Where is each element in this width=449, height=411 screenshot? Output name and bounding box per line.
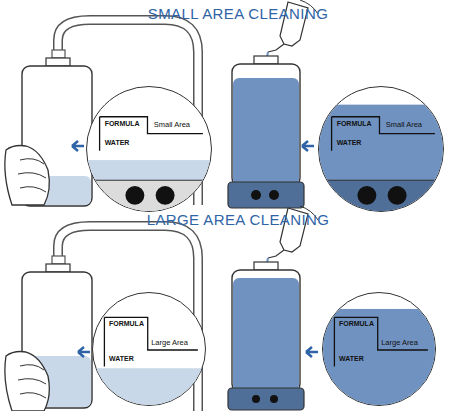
fill-label: FORMULA [337, 120, 372, 127]
section-heading: SMALL AREA CLEANING [148, 6, 328, 21]
tank-detail [319, 87, 444, 212]
fill-label: WATER [105, 139, 130, 146]
fill-label: WATER [339, 355, 364, 362]
fill-label: FORMULA [339, 320, 374, 327]
tank-detail [93, 293, 206, 406]
level-label: Small Area [154, 121, 190, 129]
zoom-circle: FORMULA WATER Large Area [92, 292, 206, 406]
tank-detail [87, 87, 212, 212]
zoom-circle: FORMULA WATER Large Area [322, 292, 436, 406]
level-label: Small Area [386, 121, 422, 129]
tank-detail [323, 293, 436, 406]
fill-label: FORMULA [109, 320, 144, 327]
zoom-circle: FORMULA WATER Small Area [86, 86, 212, 212]
fill-label: WATER [109, 355, 134, 362]
level-label: Large Area [381, 339, 418, 347]
section-heading: LARGE AREA CLEANING [147, 212, 330, 227]
fill-label: WATER [337, 139, 362, 146]
zoom-circle: FORMULA WATER Small Area [318, 86, 444, 212]
fill-label: FORMULA [105, 120, 140, 127]
level-label: Large Area [151, 339, 188, 347]
